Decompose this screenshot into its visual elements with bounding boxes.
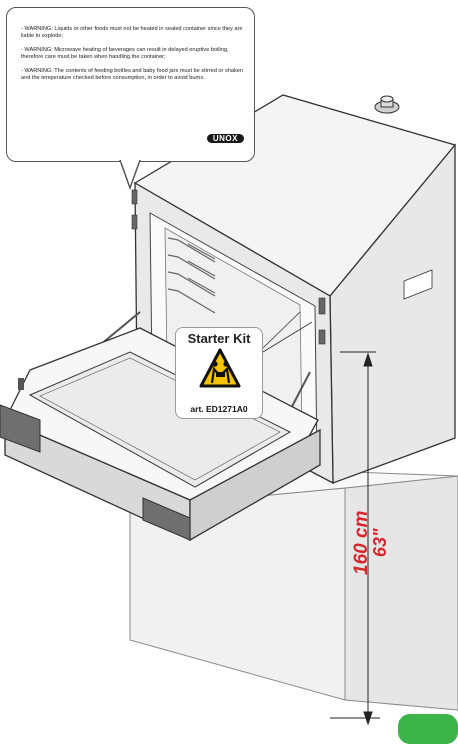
baking-tray: [28, 351, 292, 488]
height-dimension-label: 160 cm 63": [351, 510, 390, 575]
unox-logo: UNOX: [206, 134, 244, 143]
warning-text-2: - WARNING: Microwave heating of beverage…: [21, 47, 229, 60]
oven-door-open: [0, 327, 321, 542]
warning-text-3: - WARNING: The contents of feeding bottl…: [21, 68, 243, 81]
door-hinges: [131, 189, 326, 345]
callout-tail: [119, 160, 141, 190]
side-label-plate: [403, 269, 433, 300]
door-handle-cap-right: [142, 497, 191, 541]
height-metric: 160 cm: [351, 510, 372, 575]
kit-leader-lines: [262, 311, 313, 353]
corner-badge[interactable]: [398, 714, 458, 744]
top-vent-knob: [374, 95, 400, 114]
height-dimension-line: [330, 351, 380, 726]
two-person-lift-warning-icon: [199, 348, 241, 388]
starter-kit-article: art. ED1271A0: [190, 404, 248, 414]
rack-rails: [167, 237, 216, 314]
warning-text-1: - WARNING: Liquids or other foods must n…: [21, 26, 243, 39]
oven-stand: [129, 469, 458, 711]
warning-callout: - WARNING: Liquids or other foods must n…: [6, 7, 255, 162]
door-handle-cap-left: [0, 404, 41, 453]
starter-kit-card: Starter Kit art. ED1271A0: [175, 327, 263, 419]
height-imperial: 63": [370, 528, 390, 558]
starter-kit-title: Starter Kit: [187, 331, 251, 346]
